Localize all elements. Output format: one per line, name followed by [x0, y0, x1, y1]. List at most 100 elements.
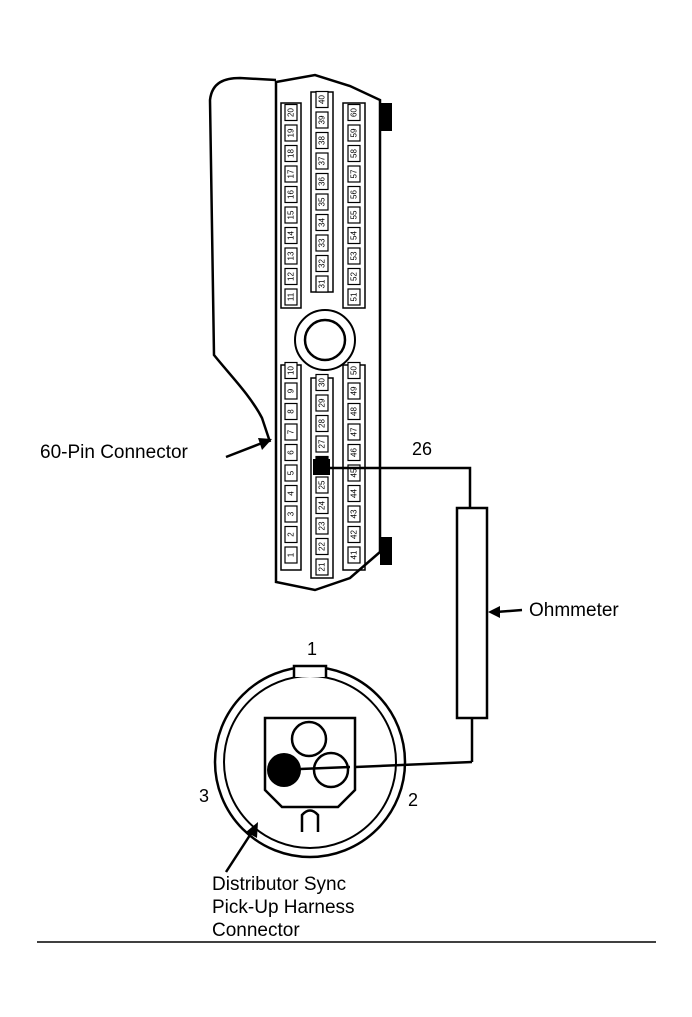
pin-9: 9 — [284, 382, 298, 400]
pin-number: 16 — [287, 190, 296, 199]
pin-cell — [347, 525, 361, 544]
pin-cell — [347, 267, 361, 286]
pin-40: 40 — [315, 90, 329, 109]
pin-2: 2 — [284, 525, 298, 544]
harness-bottom-slot — [300, 809, 320, 832]
pin-number: 15 — [287, 210, 296, 219]
pin-cell — [284, 247, 298, 265]
pin-cell — [284, 103, 298, 122]
pin-34: 34 — [315, 213, 329, 232]
connector-center-hole-inner — [303, 318, 347, 362]
pin-number: 32 — [318, 259, 327, 268]
connector-60-label: 60-Pin Connector — [40, 442, 189, 463]
pin-cell — [315, 476, 329, 494]
pin-4: 4 — [284, 484, 298, 503]
pin-cell — [347, 247, 361, 265]
pin-number: 21 — [318, 562, 327, 571]
pin-block-right-upper — [342, 102, 366, 309]
pin-28: 28 — [315, 414, 329, 433]
pin-number: 33 — [318, 238, 327, 247]
harness-key-tab — [292, 664, 328, 677]
pin-41: 41 — [347, 546, 361, 564]
pin-cell — [284, 525, 298, 544]
pin-number: 12 — [287, 272, 296, 281]
pin-cell — [347, 185, 361, 204]
pin-cell — [347, 505, 361, 523]
pin-cell — [315, 131, 329, 150]
pin-cell — [347, 103, 361, 122]
pin-54: 54 — [347, 226, 361, 245]
pin-number: 5 — [287, 470, 296, 475]
pin-6: 6 — [284, 443, 298, 462]
pin-cell — [315, 111, 329, 129]
pin-cell — [315, 152, 329, 170]
pin-cell — [284, 144, 298, 163]
pin-cell — [284, 402, 298, 421]
pin-number: 49 — [350, 386, 359, 395]
pin-number: 50 — [350, 366, 359, 375]
pin-number: 54 — [350, 231, 359, 240]
pin-number: 51 — [350, 292, 359, 301]
pin-cell — [315, 435, 329, 453]
pin-number: 24 — [318, 501, 327, 510]
pin-cell — [315, 537, 329, 556]
pin-number: 3 — [287, 511, 296, 516]
pin-37: 37 — [315, 152, 329, 170]
pin-cell — [315, 496, 329, 515]
harness-probe-overlay — [299, 765, 351, 771]
pin-number: 60 — [350, 108, 359, 117]
pin-cell — [284, 464, 298, 482]
pin-10: 10 — [284, 361, 298, 380]
pin-43: 43 — [347, 505, 361, 523]
connector-latch-top — [380, 103, 392, 131]
harness-terminal-2 — [312, 751, 350, 789]
pin-cell — [347, 443, 361, 462]
pin-cell — [347, 165, 361, 183]
pin-number: 59 — [350, 128, 359, 137]
harness-label-line3: Connector — [212, 920, 300, 941]
pin-number: 17 — [287, 169, 296, 178]
pin-26-label: 26 — [412, 439, 432, 459]
pin-cell — [284, 267, 298, 286]
pin-57: 57 — [347, 165, 361, 183]
pin-23: 23 — [315, 517, 329, 535]
pin-cell — [315, 234, 329, 252]
pin-number: 31 — [318, 279, 327, 288]
pin-31: 31 — [315, 275, 329, 293]
pin-number: 11 — [287, 292, 296, 301]
connector-center-hole-outer — [294, 309, 356, 371]
pin-number: 10 — [287, 366, 296, 375]
pin-22: 22 — [315, 537, 329, 556]
pin-46: 46 — [347, 443, 361, 462]
harness-label-line1: Distributor Sync — [212, 874, 346, 895]
pin-59: 59 — [347, 124, 361, 142]
pin-13: 13 — [284, 247, 298, 265]
pin-30: 30 — [315, 373, 329, 392]
pin-cell — [284, 288, 298, 306]
pin-cell — [347, 206, 361, 224]
ohmmeter-pointer-arrow — [488, 606, 523, 618]
pin-cell — [347, 423, 361, 441]
pin-cell — [284, 484, 298, 503]
pin-number: 13 — [287, 251, 296, 260]
pin-number: 38 — [318, 136, 327, 145]
pin-11: 11 — [284, 288, 298, 306]
pin-42: 42 — [347, 525, 361, 544]
pin-number: 4 — [287, 491, 296, 496]
pin-number: 52 — [350, 272, 359, 281]
pin-cell — [284, 505, 298, 523]
terminal-3-label: 3 — [199, 786, 209, 806]
pin-cell — [284, 165, 298, 183]
pin-25: 25 — [315, 476, 329, 494]
connector-pointer-arrow — [225, 438, 272, 459]
pin-cell — [284, 361, 298, 380]
connector-latch-bottom — [380, 537, 392, 565]
pin-cell — [315, 558, 329, 576]
pin-cell — [347, 546, 361, 564]
pin-cell — [315, 172, 329, 191]
pin-number: 29 — [318, 398, 327, 407]
pin-number: 19 — [287, 128, 296, 137]
pin-number: 28 — [318, 419, 327, 428]
pin-number: 35 — [318, 197, 327, 206]
pin-cell — [315, 254, 329, 273]
